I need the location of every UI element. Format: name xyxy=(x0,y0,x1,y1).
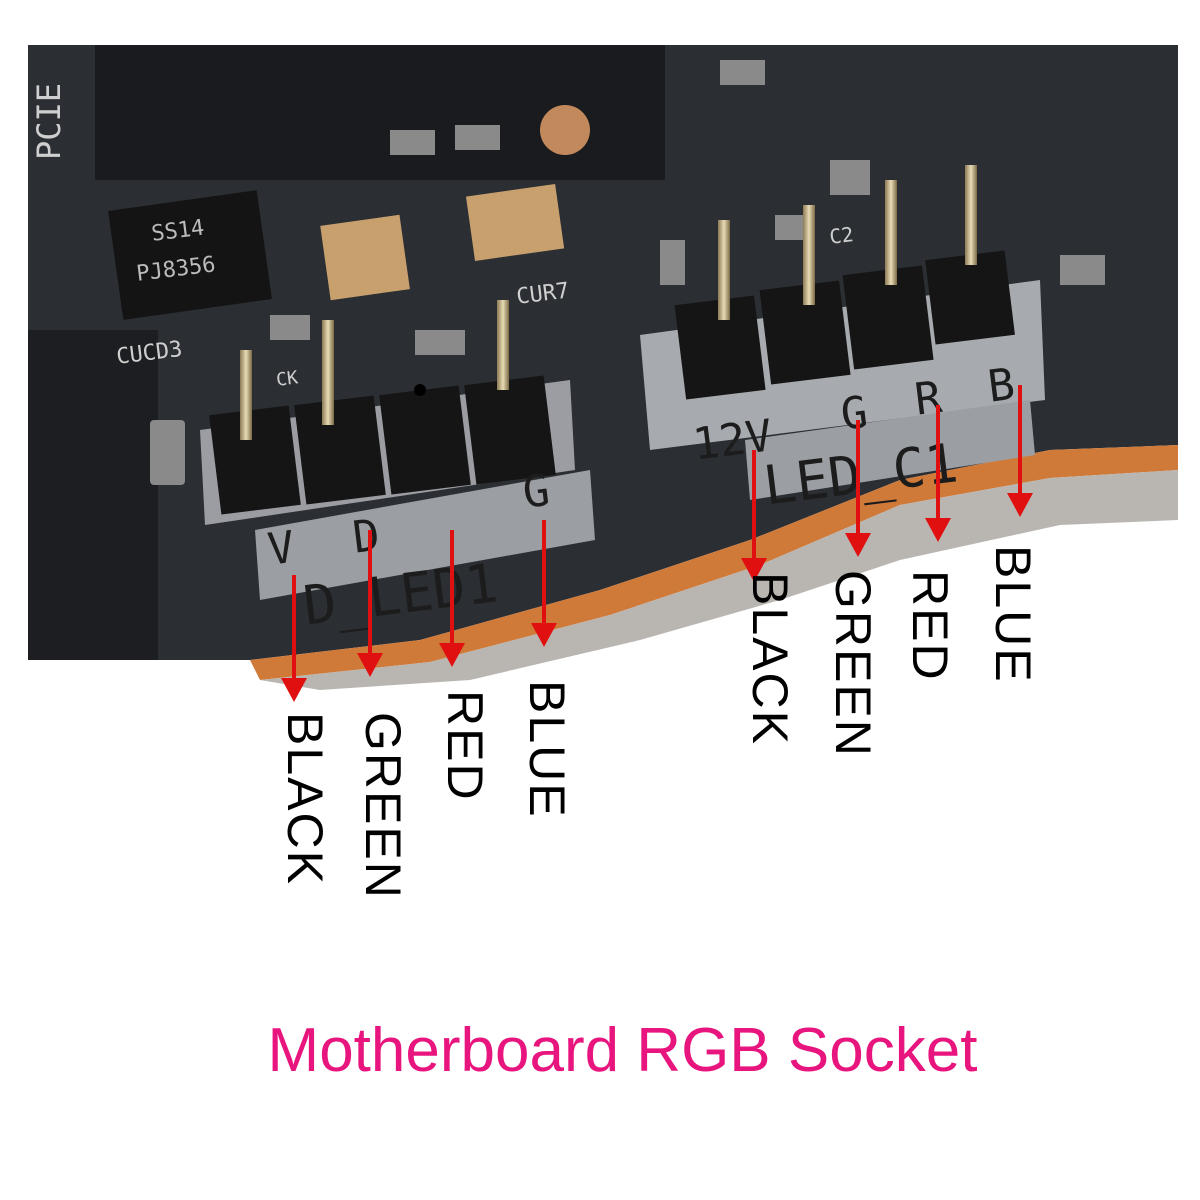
arrow-right-black xyxy=(741,450,767,582)
d-led1-silk-band xyxy=(255,470,595,600)
d-led1-header xyxy=(209,375,556,515)
wire-label-left-red: RED xyxy=(437,690,493,802)
smd-components xyxy=(150,60,1105,485)
wire-label-left-blue: BLUE xyxy=(519,680,575,819)
led-c1-pins xyxy=(718,165,977,320)
caption-title: Motherboard RGB Socket xyxy=(267,1016,978,1085)
pad-cucd3 xyxy=(320,214,410,301)
arrow-left-red xyxy=(439,530,465,667)
wire-label-right-red: RED xyxy=(902,570,958,682)
d-led1-pins xyxy=(240,300,509,440)
silk-pcie: PCIE xyxy=(30,82,68,160)
arrow-left-black xyxy=(281,575,307,702)
d-led1-empty-pin-hole xyxy=(414,384,426,396)
silk-c2: C2 xyxy=(828,222,855,249)
chip-pj8356 xyxy=(108,190,272,320)
wire-label-right-black: BLACK xyxy=(742,572,798,746)
led-c1-header xyxy=(674,250,1015,400)
copper-via xyxy=(540,105,590,155)
arrow-left-green xyxy=(357,530,383,677)
wire-label-left-green: GREEN xyxy=(355,712,411,900)
wire-label-right-green: GREEN xyxy=(825,570,881,758)
left-edge-connector xyxy=(28,330,158,660)
arrow-left-blue xyxy=(531,520,557,647)
pcb-edge xyxy=(250,445,1178,680)
wire-label-left-black: BLACK xyxy=(277,712,333,886)
wire-label-right-blue: BLUE xyxy=(985,545,1041,684)
pad-cur7 xyxy=(465,184,565,261)
silk-ck: CK xyxy=(275,367,300,391)
arrow-right-red xyxy=(925,405,951,542)
led-c1-name-band xyxy=(745,400,1035,500)
arrow-right-green xyxy=(845,420,871,557)
arrow-right-blue xyxy=(1007,385,1033,517)
